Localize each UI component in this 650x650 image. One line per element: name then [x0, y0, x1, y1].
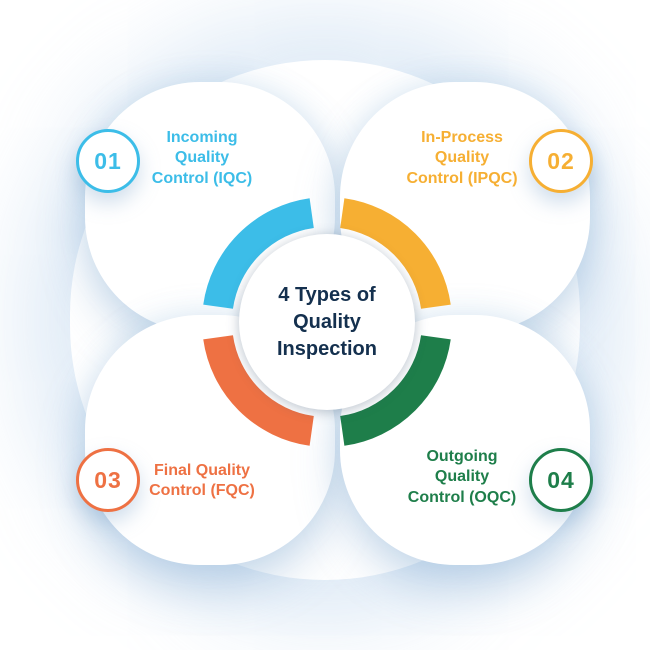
arc-ipqc-yellow	[339, 198, 451, 310]
badge-02-number: 02	[547, 147, 575, 174]
label-in-process-quality-control: In-Process Quality Control (IPQC)	[406, 129, 518, 187]
badge-01-number: 01	[94, 147, 122, 174]
diagram-title: 4 Types of Quality Inspection	[276, 283, 377, 360]
badge-04-number: 04	[547, 466, 575, 493]
arc-fqc-orange	[203, 334, 315, 446]
center-circle	[239, 234, 415, 410]
badge-03-number: 03	[94, 466, 122, 493]
badge-01: 01	[76, 129, 140, 193]
badge-02: 02	[529, 129, 593, 193]
badge-03: 03	[76, 448, 140, 512]
label-incoming-quality-control: Incoming Quality Control (IQC)	[151, 129, 253, 187]
badge-04: 04	[529, 448, 593, 512]
arc-ring	[203, 198, 451, 446]
label-outgoing-quality-control: Outgoing Quality Control (OQC)	[407, 448, 517, 506]
label-final-quality-control: Final Quality Control (FQC)	[149, 462, 255, 500]
arc-oqc-green	[339, 334, 451, 446]
arc-iqc-cyan	[203, 198, 315, 310]
